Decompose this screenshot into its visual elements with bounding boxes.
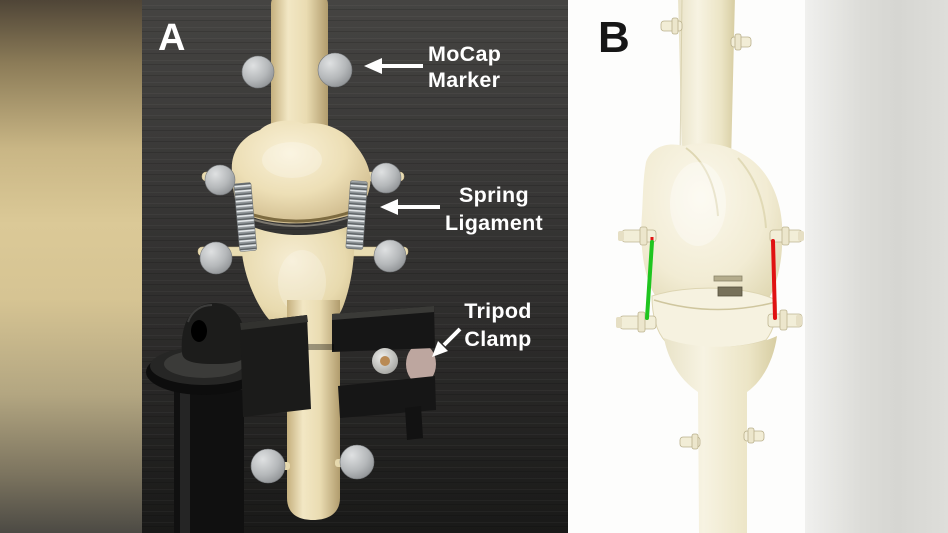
render-tibial-insert (651, 287, 777, 349)
annotation-tripod-clamp: Tripod Clamp (432, 299, 532, 357)
annotation-mocap-marker: MoCap Marker (364, 42, 501, 92)
panel-a-photo: A MoCap Marker Spring Ligament Tripod C (142, 0, 568, 533)
mocap-marker-sphere (204, 164, 236, 196)
left-blur-band (0, 0, 142, 533)
clamp-tab (405, 406, 423, 440)
render-insert-slot (713, 275, 743, 282)
render-femur-condyle (641, 143, 783, 325)
render-tibia (664, 336, 777, 533)
spring-label-line2: Ligament (445, 211, 543, 235)
render-condyle-ridge (685, 147, 719, 217)
mocap-marker-sphere (339, 444, 375, 480)
tripod-clamp-bracket (308, 306, 436, 440)
spring-ligament-left (233, 182, 257, 252)
spring-label-line1: Spring (459, 183, 529, 207)
mocap-marker-sphere (199, 241, 233, 275)
panel-a-scene: A MoCap Marker Spring Ligament Tripod C (142, 0, 568, 533)
virtual-ligament-red (771, 239, 777, 320)
render-insert-slot (717, 286, 743, 297)
virtual-ligament-green (645, 240, 654, 320)
mocap-marker-sphere (373, 239, 407, 273)
render-joint-line (653, 299, 777, 311)
render-tibia-pegs (679, 427, 765, 450)
panel-b-render: B (568, 0, 805, 533)
tripod-label-line1: Tripod (464, 299, 532, 323)
render-condyle-ridge (737, 157, 767, 229)
tibia-highlight (278, 250, 326, 314)
tripod-label-line2: Clamp (464, 327, 531, 351)
femur-shaft (271, 0, 328, 140)
mocap-marker-sphere (241, 55, 275, 89)
condyle-highlight (262, 142, 322, 178)
arrowhead-icon (432, 341, 448, 357)
render-femur-pegs (660, 17, 752, 51)
annotation-spring-ligament: Spring Ligament (380, 183, 543, 235)
spring-ligament-right (345, 180, 368, 250)
mocap-marker-sphere (370, 162, 402, 194)
arrowhead-icon (380, 199, 398, 215)
mocap-marker-sphere (317, 52, 353, 88)
femur-condyle (231, 120, 371, 224)
render-ligament-pegs (616, 226, 804, 333)
clamp-roller (406, 344, 436, 384)
tripod-clamp-front-block (240, 315, 311, 417)
mocap-label-line1: MoCap (428, 42, 501, 66)
render-condyle-highlight (670, 162, 726, 246)
upper-mocap-markers (241, 52, 353, 89)
arrow-icon (442, 327, 462, 347)
panel-b-scene: B (568, 0, 805, 533)
right-blur-band (805, 0, 948, 533)
mocap-label-line2: Marker (428, 68, 501, 92)
panel-b-letter: B (598, 13, 630, 62)
render-femur-shaft (678, 0, 735, 162)
arrowhead-icon (364, 58, 382, 74)
mocap-marker-sphere (250, 448, 286, 484)
lower-mocap-markers (250, 444, 375, 484)
panel-a-letter: A (158, 17, 185, 59)
tripod-ball-head (146, 303, 262, 533)
joint-mocap-markers (199, 162, 407, 275)
joint-line-highlight (244, 212, 362, 228)
